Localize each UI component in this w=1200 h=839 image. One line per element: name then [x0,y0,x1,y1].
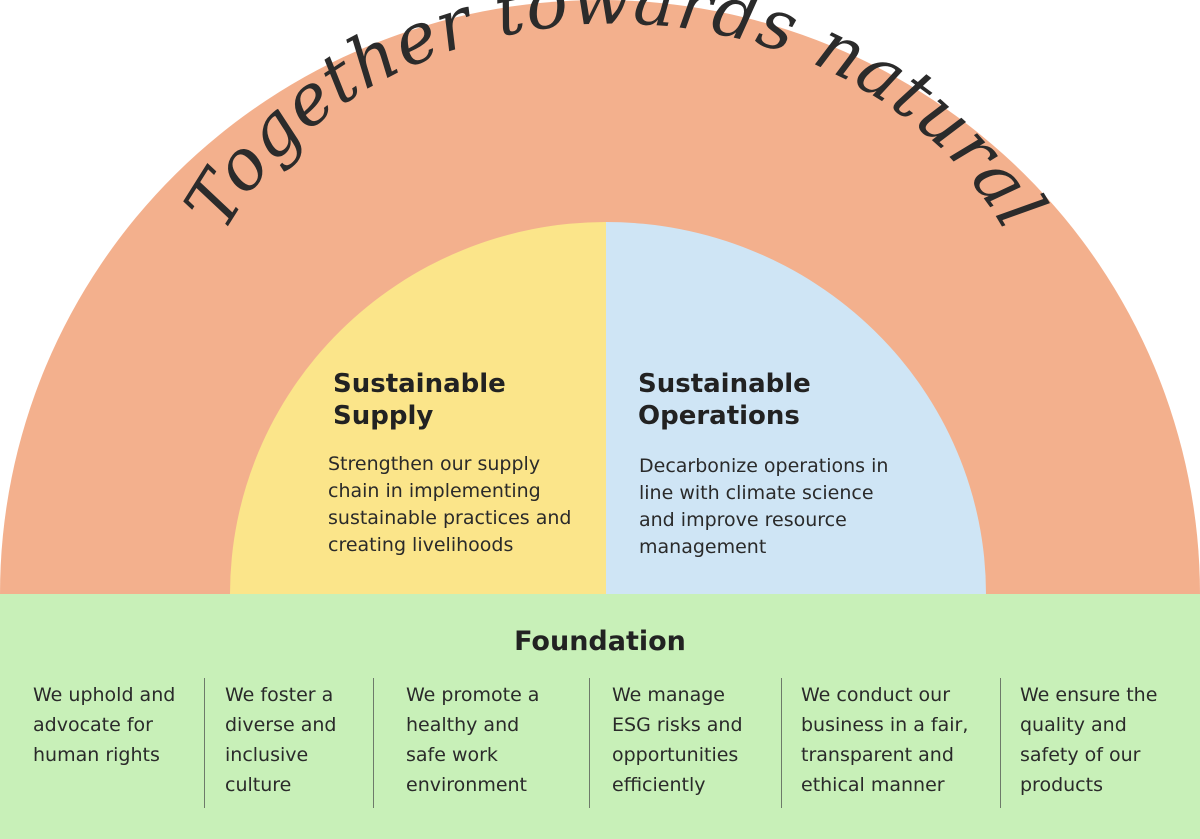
operations-title: Sustainable Operations [638,368,811,432]
pillar-divider [589,678,590,808]
pillar-divider [373,678,374,808]
pillar-ethical-business: We conduct our business in a fair, trans… [801,684,969,796]
pillar-product-quality: We ensure the quality and safety of our … [1020,684,1158,796]
pillar-human-rights: We uphold and advocate for human rights [33,684,176,766]
foundation-title: Foundation [514,626,686,657]
foundation-band: Foundation We uphold and advocate for hu… [0,594,1200,839]
arch-graphic: Together towards natural [0,0,1200,594]
supply-title: Sustainable Supply [333,368,506,432]
pillar-diverse-culture: We foster a diverse and inclusive cultur… [225,684,337,796]
pillar-esg-risks: We manage ESG risks and opportunities ef… [612,684,743,796]
operations-title-line1: Sustainable [638,369,811,399]
operations-description: Decarbonize operations in line with clim… [639,455,889,558]
supply-title-line2: Supply [333,401,434,431]
pillar-divider [781,678,782,808]
supply-description: Strengthen our supply chain in implement… [328,453,572,556]
pillar-safe-work: We promote a healthy and safe work envir… [406,684,540,796]
supply-panel [230,222,606,594]
pillar-divider [204,678,205,808]
pillar-divider [1000,678,1001,808]
operations-panel [606,222,986,594]
supply-title-line1: Sustainable [333,369,506,399]
operations-title-line2: Operations [638,401,800,431]
